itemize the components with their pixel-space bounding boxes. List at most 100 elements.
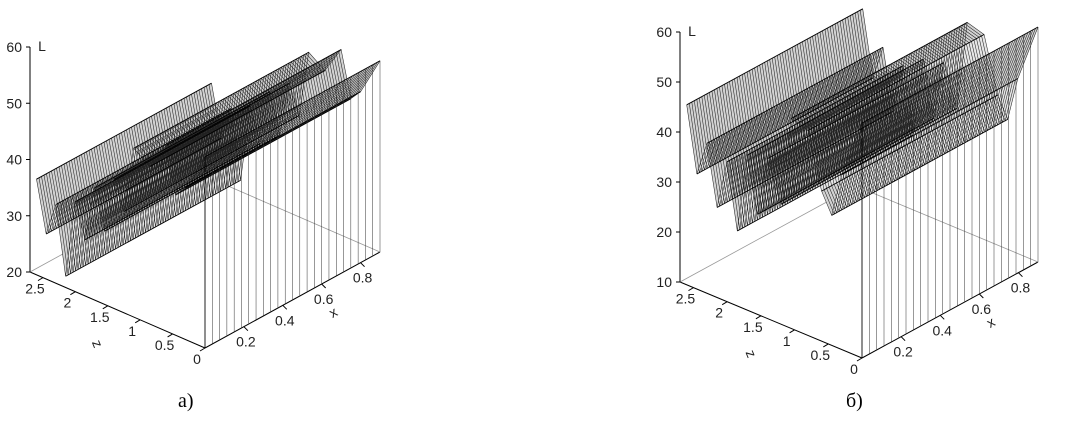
- x-tick: [1018, 272, 1023, 278]
- x-tick: [978, 293, 984, 299]
- l-tick-label: 30: [656, 174, 672, 190]
- surface-ridge-line: [791, 22, 968, 119]
- surface-mesh-line: [201, 54, 371, 186]
- x-tick-label: 0.6: [314, 291, 334, 307]
- z-tick: [688, 287, 694, 292]
- surface-ridge-line: [55, 108, 232, 205]
- surface-mesh-line: [777, 55, 953, 182]
- surface-ridge-line: [831, 118, 1008, 216]
- surface-mesh-line: [766, 60, 943, 188]
- surface-mesh-line: [724, 84, 900, 211]
- surface-mesh-line: [746, 71, 923, 199]
- surface-mesh-line: [774, 56, 951, 183]
- x-tick-label: 0.8: [1011, 280, 1031, 296]
- surface-mesh-line: [696, 99, 873, 226]
- surface-mesh-line: [754, 67, 931, 194]
- l-tick-label: 50: [656, 74, 672, 90]
- surface-mesh-line: [797, 44, 973, 171]
- surface-ridge-line: [65, 179, 241, 277]
- surface-mesh-line: [198, 55, 368, 188]
- surface-mesh-line: [208, 50, 378, 182]
- l-tick-label: 30: [6, 208, 22, 224]
- surface-mesh-line: [842, 19, 1019, 146]
- surface-ridge-line: [767, 62, 944, 159]
- surface-mesh-line: [749, 70, 926, 197]
- surface-mesh-line: [206, 51, 376, 184]
- z-tick: [755, 315, 762, 320]
- z-tick: [789, 329, 795, 334]
- surface-mesh-line: [731, 80, 908, 207]
- surface-mesh-line: [844, 18, 1021, 145]
- z-tick: [37, 277, 44, 282]
- surface-mesh-line: [193, 58, 363, 190]
- surface-ridge-line: [757, 117, 934, 215]
- surface-mesh-line: [739, 75, 916, 203]
- surface-ridge-line: [716, 111, 894, 208]
- surface-mesh-line: [849, 15, 1026, 142]
- surface-mesh-line: [784, 51, 961, 178]
- z-tick: [134, 319, 141, 324]
- surface-ridge-line: [75, 105, 251, 203]
- surface-mesh-line: [782, 52, 958, 179]
- surface-mesh-line: [686, 104, 863, 231]
- z-tick-label: 1: [783, 333, 791, 349]
- z-axis-line: [29, 271, 206, 349]
- surface-mesh-line: [862, 8, 1039, 135]
- l-tick-label: 40: [656, 124, 672, 140]
- surface-ridge-line: [821, 94, 998, 192]
- surface-mesh-line: [701, 96, 878, 223]
- surface-mesh-line: [834, 23, 1011, 151]
- l-tick-label: 40: [6, 152, 22, 168]
- z-tick: [199, 347, 206, 352]
- z-tick-label: 0: [193, 351, 201, 367]
- surface-mesh-line: [689, 103, 865, 230]
- surface-ridge-line: [807, 34, 985, 131]
- l-tick-label: 60: [656, 24, 672, 40]
- surface-ridge-line: [104, 134, 280, 232]
- z-tick-label: 0: [850, 361, 858, 377]
- z-tick: [823, 343, 829, 348]
- z-tick: [856, 357, 863, 362]
- x-tick-label: 0.6: [972, 301, 992, 317]
- surface-mesh-line: [839, 21, 1016, 148]
- x-tick: [360, 262, 365, 268]
- x-axis-title: x: [984, 313, 998, 330]
- x-tick-label: 0.4: [932, 322, 952, 338]
- surface-ridge-line: [747, 58, 924, 156]
- surface-mesh-line: [764, 62, 941, 189]
- surface-mesh-line: [794, 45, 971, 173]
- surface-ridge-line: [706, 46, 884, 144]
- surface-mesh-line: [714, 89, 890, 216]
- surface-mesh-line: [787, 49, 963, 177]
- surface-mesh-line: [704, 95, 880, 222]
- z-tick: [721, 301, 728, 306]
- surface-mesh-line: [719, 86, 895, 214]
- surface-mesh-line: [756, 66, 933, 193]
- surface-ridge-line: [696, 77, 874, 175]
- l-tick-label: 20: [6, 264, 22, 280]
- surface-mesh-line: [792, 47, 968, 174]
- caption-b: б): [846, 390, 863, 412]
- l-tick-label: 20: [656, 224, 672, 240]
- surface-mesh-line: [859, 10, 1036, 137]
- x-tick: [900, 336, 906, 342]
- surface-mesh-line: [734, 78, 911, 205]
- l-tick-label: 60: [6, 39, 22, 55]
- z-tick-label: 2.5: [676, 291, 696, 307]
- surface-ridge-line: [114, 82, 290, 180]
- surface-mesh-line: [741, 74, 918, 201]
- caption-a: а): [178, 390, 194, 412]
- surface-mesh-line: [789, 48, 966, 175]
- x-tick: [321, 283, 327, 289]
- z-axis-line: [679, 281, 863, 359]
- z-tick: [70, 291, 76, 296]
- surface-mesh-line: [799, 43, 976, 170]
- l-tick-label: 50: [6, 95, 22, 111]
- surface-mesh-line: [706, 93, 883, 221]
- surface-ridge-line: [686, 8, 863, 106]
- surface-mesh-line: [857, 11, 1034, 138]
- z-tick-label: 2: [63, 295, 71, 311]
